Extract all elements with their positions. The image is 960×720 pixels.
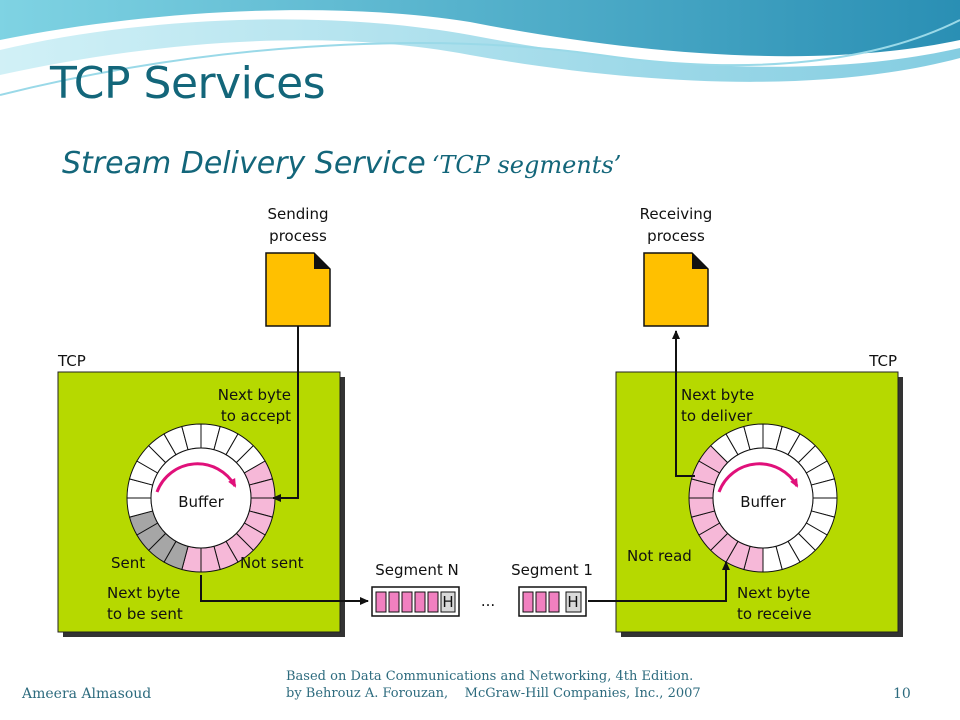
next-byte-deliver-label-2: to deliver xyxy=(681,407,753,425)
next-byte-accept-label-2: to accept xyxy=(221,407,291,425)
sending-process-icon xyxy=(265,252,331,327)
next-byte-sent-label-1: Next byte xyxy=(107,584,180,602)
header-wave-light xyxy=(0,19,960,82)
send-buffer-rotation-arrow xyxy=(155,462,237,493)
tcp-label-left: TCP xyxy=(57,352,86,370)
receiving-process-label-2: process xyxy=(647,227,705,245)
sending-process-label-2: process xyxy=(269,227,327,245)
header-wave-dark xyxy=(0,0,960,57)
receiving-process-icon xyxy=(643,252,709,327)
next-byte-accept-label-1: Next byte xyxy=(218,386,291,404)
send-arrow xyxy=(200,575,369,605)
segment-n-header: H xyxy=(442,593,453,611)
footer-source: Based on Data Communications and Network… xyxy=(286,668,701,702)
footer-source-line-2: by Behrouz A. Forouzan, McGraw-Hill Comp… xyxy=(286,686,701,701)
send-buffer-ring xyxy=(126,423,276,573)
subtitle-note: ‘TCP segments’ xyxy=(431,151,622,179)
subtitle-text: Stream Delivery Service xyxy=(62,146,426,181)
send-buffer-label: Buffer xyxy=(178,493,224,511)
not-read-label: Not read xyxy=(627,547,692,565)
segment-n-label: Segment N xyxy=(375,561,459,579)
segment-n xyxy=(371,586,460,617)
accept-arrow xyxy=(272,326,299,502)
header-wave-line xyxy=(0,19,960,96)
receive-arrow xyxy=(588,561,730,602)
sent-label: Sent xyxy=(111,554,145,572)
segment-1-header: H xyxy=(567,593,578,611)
segment-1 xyxy=(518,586,587,617)
segments-ellipsis: ... xyxy=(481,592,495,610)
deliver-arrow xyxy=(672,330,695,477)
footer-page-number: 10 xyxy=(893,686,911,702)
footer-author: Ameera Almasoud xyxy=(22,686,152,702)
next-byte-deliver-label-1: Next byte xyxy=(681,386,754,404)
receiving-process-label-1: Receiving xyxy=(640,205,713,223)
receive-buffer-label: Buffer xyxy=(740,493,786,511)
footer-source-line-1: Based on Data Communications and Network… xyxy=(286,669,694,684)
segment-1-label: Segment 1 xyxy=(511,561,593,579)
next-byte-sent-label-2: to be sent xyxy=(107,605,183,623)
slide-title: TCP Services xyxy=(50,58,326,109)
sending-process-label-1: Sending xyxy=(268,205,329,223)
receive-buffer-ring xyxy=(688,423,838,573)
not-sent-label: Not sent xyxy=(240,554,304,572)
stream-delivery-diagram: Sending process Receiving process TCP TC… xyxy=(55,200,905,640)
next-byte-receive-label-1: Next byte xyxy=(737,584,810,602)
slide-subtitle: Stream Delivery Service‘TCP segments’ xyxy=(62,146,621,181)
next-byte-receive-label-2: to receive xyxy=(737,605,812,623)
tcp-label-right: TCP xyxy=(868,352,897,370)
receive-buffer-rotation-arrow xyxy=(717,462,799,493)
